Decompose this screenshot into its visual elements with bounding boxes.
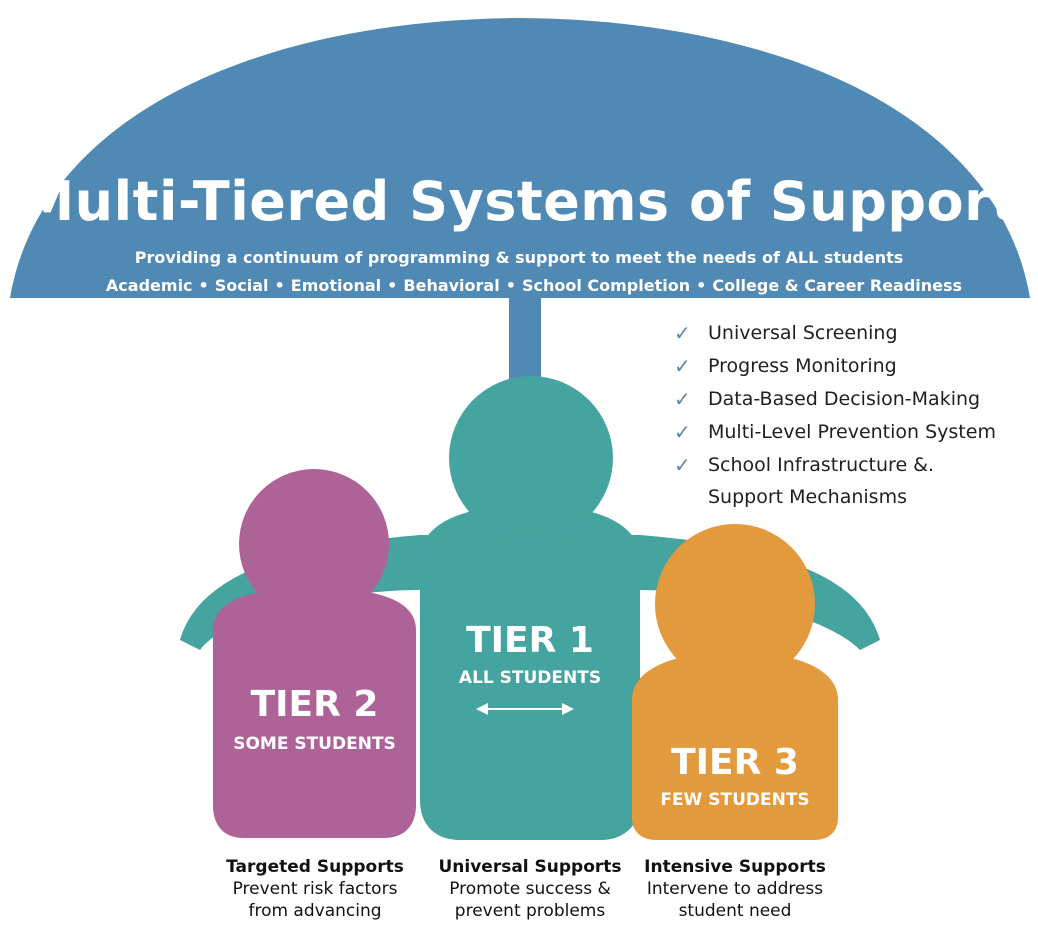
mtss-components-list: ✓Universal Screening ✓Progress Monitorin… [674, 317, 996, 513]
checkmark-icon: ✓ [674, 321, 691, 345]
tier2-title: TIER 2 [250, 684, 379, 725]
tier1-caption-heading: Universal Supports [438, 857, 622, 877]
list-item: ✓School Infrastructure &.Support Mechani… [674, 449, 996, 513]
tier1-subtitle: ALL STUDENTS [458, 668, 602, 688]
list-item: ✓Data-Based Decision-Making [674, 383, 996, 416]
domain-behavioral: Behavioral [403, 276, 500, 295]
tier2-figure [213, 469, 416, 838]
umbrella-canopy [10, 18, 1030, 298]
domain-school-completion: School Completion [521, 276, 691, 295]
checkmark-icon: ✓ [674, 387, 691, 411]
domain-emotional: Emotional [290, 276, 382, 295]
domain-social: Social [214, 276, 269, 295]
tier1-caption: Universal Supports Promote success & pre… [425, 856, 635, 922]
subtitle: Providing a continuum of programming & s… [134, 248, 904, 267]
checkmark-icon: ✓ [674, 354, 691, 378]
tier2-caption-heading: Targeted Supports [226, 857, 404, 877]
tier2-caption: Targeted Supports Prevent risk factors f… [200, 856, 430, 922]
list-item: ✓Universal Screening [674, 317, 996, 350]
tier3-title: TIER 3 [671, 742, 799, 783]
checkmark-icon: ✓ [674, 453, 691, 477]
tier3-subtitle: FEW STUDENTS [660, 790, 810, 810]
double-arrow-icon [476, 703, 574, 715]
list-item: ✓Multi-Level Prevention System [674, 416, 996, 449]
tier3-figure [632, 524, 838, 840]
checkmark-icon: ✓ [674, 420, 691, 444]
tier3-caption: Intensive Supports Intervene to address … [630, 856, 840, 922]
tier2-subtitle: SOME STUDENTS [233, 734, 396, 754]
domain-college-career: College & Career Readiness [712, 276, 963, 295]
support-domains: Academic•Social•Emotional•Behavioral•Sch… [105, 276, 963, 295]
page-title: Multi-Tiered Systems of Support [20, 170, 1018, 233]
tier1-title: TIER 1 [466, 620, 594, 661]
list-item: ✓Progress Monitoring [674, 350, 996, 383]
domain-academic: Academic [105, 276, 193, 295]
tier3-caption-heading: Intensive Supports [644, 857, 826, 877]
